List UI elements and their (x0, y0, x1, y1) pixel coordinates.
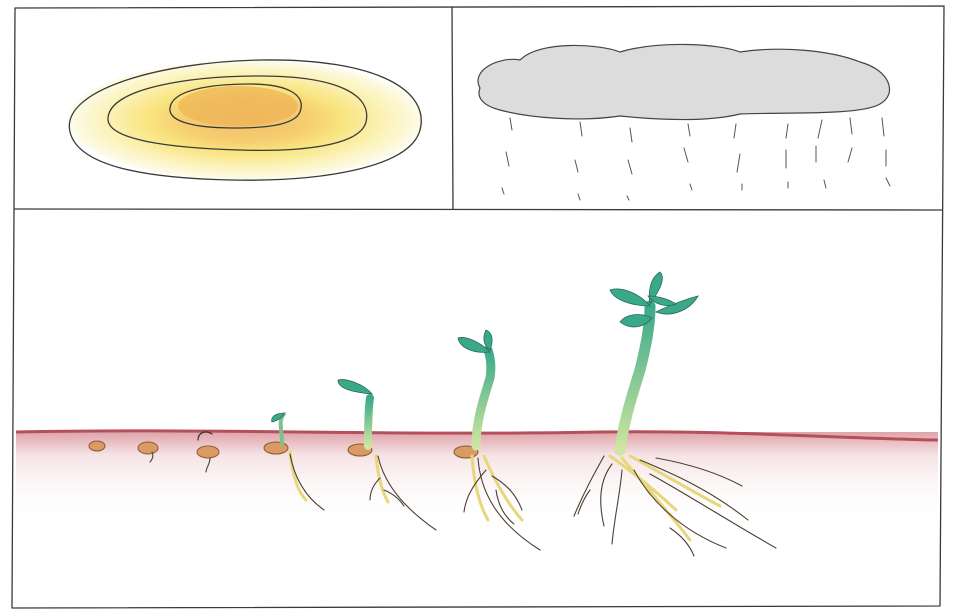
raindrops (502, 118, 890, 200)
sun-icon (68, 60, 424, 180)
seed-stage-0 (89, 441, 105, 451)
rain-cloud-icon (478, 44, 890, 200)
